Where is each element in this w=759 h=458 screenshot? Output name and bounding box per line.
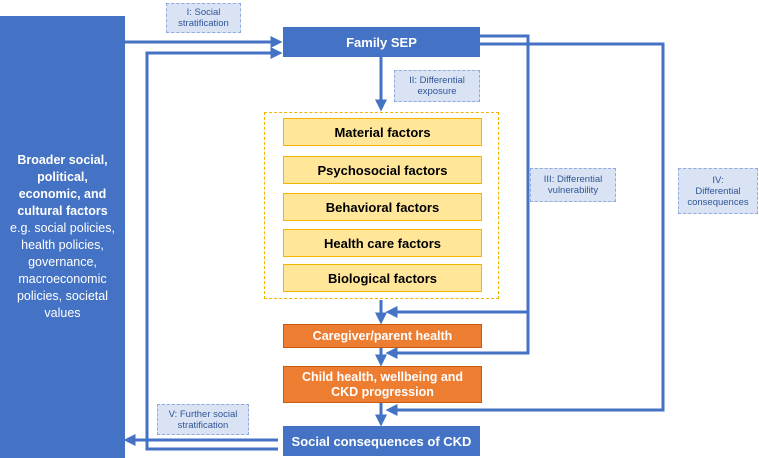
arrow-vulnerability-to-caregiver <box>385 34 530 318</box>
note-1-line2: stratification <box>178 18 229 29</box>
note-social-stratification: I: Social stratification <box>166 3 241 33</box>
factor-biological: Biological factors <box>283 264 482 292</box>
factor-psychosocial-label: Psychosocial factors <box>317 162 448 178</box>
note-2-line2: exposure <box>417 86 457 97</box>
factor-behavioral-label: Behavioral factors <box>325 199 440 215</box>
social-consequences-box: Social consequences of CKD <box>283 426 480 456</box>
note-1-line1: I: Social <box>186 7 221 18</box>
note-4-line3: consequences <box>687 196 749 208</box>
factor-health-care: Health care factors <box>283 229 482 257</box>
note-5-line1: V: Further social <box>168 408 238 420</box>
note-2-line1: II: Differential <box>409 75 465 86</box>
note-further-social-stratification: V: Further social stratification <box>157 404 249 435</box>
factor-psychosocial: Psychosocial factors <box>283 156 482 184</box>
note-4-line1: IV: <box>712 174 724 186</box>
caregiver-health-box: Caregiver/parent health <box>283 324 482 348</box>
broader-factors-title: Broader social, political, economic, and… <box>17 153 108 218</box>
note-differential-consequences: IV: Differential consequences <box>678 168 758 214</box>
child-health-box: Child health, wellbeing and CKD progress… <box>283 366 482 403</box>
child-health-line1: Child health, wellbeing and <box>301 369 464 384</box>
family-sep-box: Family SEP <box>283 27 480 57</box>
caregiver-health-label: Caregiver/parent health <box>312 329 453 343</box>
factor-behavioral: Behavioral factors <box>283 193 482 221</box>
arrow-loop-to-sep <box>145 47 283 451</box>
family-sep-label: Family SEP <box>346 34 417 50</box>
factor-biological-label: Biological factors <box>327 270 438 286</box>
factor-health-care-label: Health care factors <box>323 235 442 251</box>
broader-factors-examples: e.g. social policies, health policies, g… <box>10 221 115 320</box>
note-5-line2: stratification <box>177 419 229 431</box>
note-4-line2: Differential <box>695 185 741 197</box>
broader-factors-box: Broader social, political, economic, and… <box>0 16 125 458</box>
factor-material-label: Material factors <box>334 124 431 140</box>
social-consequences-label: Social consequences of CKD <box>291 433 472 449</box>
note-3-line2: vulnerability <box>547 185 599 196</box>
note-3-line1: III: Differential <box>543 174 603 185</box>
note-differential-exposure: II: Differential exposure <box>394 70 480 102</box>
arrow-vulnerability-to-child <box>385 312 530 359</box>
factor-material: Material factors <box>283 118 482 146</box>
note-differential-vulnerability: III: Differential vulnerability <box>530 168 616 202</box>
arrow-differential-consequences <box>385 42 665 416</box>
child-health-line2: CKD progression <box>331 384 434 399</box>
factors-group <box>264 112 499 299</box>
